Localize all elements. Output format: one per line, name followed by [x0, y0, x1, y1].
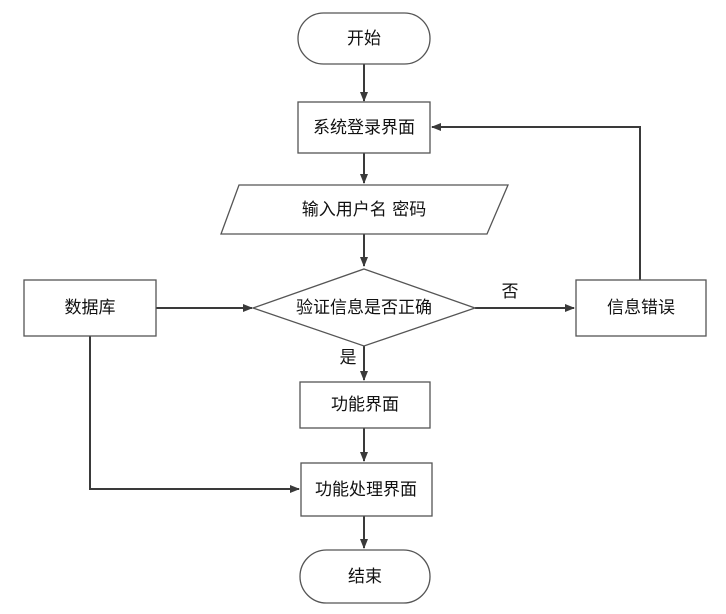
function-processing-shape [300, 462, 433, 517]
database-shape [23, 279, 157, 337]
function-page-node: 功能界面 [299, 381, 431, 429]
info-error-node: 信息错误 [575, 279, 707, 337]
info-error-label: 信息错误 [607, 298, 675, 318]
arrow-error-to-login [431, 123, 641, 280]
function-processing-node: 功能处理界面 [300, 462, 433, 517]
database-label: 数据库 [65, 298, 116, 318]
input-credentials-label: 输入用户名 密码 [302, 200, 426, 220]
function-page-label: 功能界面 [331, 395, 399, 415]
edge-label-yes: 是 [340, 348, 357, 368]
function-processing-label: 功能处理界面 [315, 480, 417, 500]
arrow-database-to-processing [89, 336, 300, 493]
end-shape [299, 549, 431, 604]
login-page-node: 系统登录界面 [297, 101, 431, 154]
verify-decision-label: 验证信息是否正确 [296, 298, 432, 318]
database-node: 数据库 [23, 279, 157, 337]
verify-decision-node: 验证信息是否正确 [251, 268, 477, 347]
login-page-label: 系统登录界面 [313, 118, 415, 138]
connectors [89, 64, 641, 549]
login-page-shape [297, 101, 431, 154]
start-shape [297, 12, 431, 65]
end-label: 结束 [348, 567, 382, 587]
end-node: 结束 [299, 549, 431, 604]
info-error-shape [575, 279, 707, 337]
start-label: 开始 [347, 29, 381, 49]
start-node: 开始 [297, 12, 431, 65]
input-credentials-shape [220, 184, 509, 235]
function-page-shape [299, 381, 431, 429]
edge-label-no: 否 [502, 282, 519, 302]
input-credentials-node: 输入用户名 密码 [220, 184, 509, 235]
verify-decision-shape [251, 268, 477, 347]
